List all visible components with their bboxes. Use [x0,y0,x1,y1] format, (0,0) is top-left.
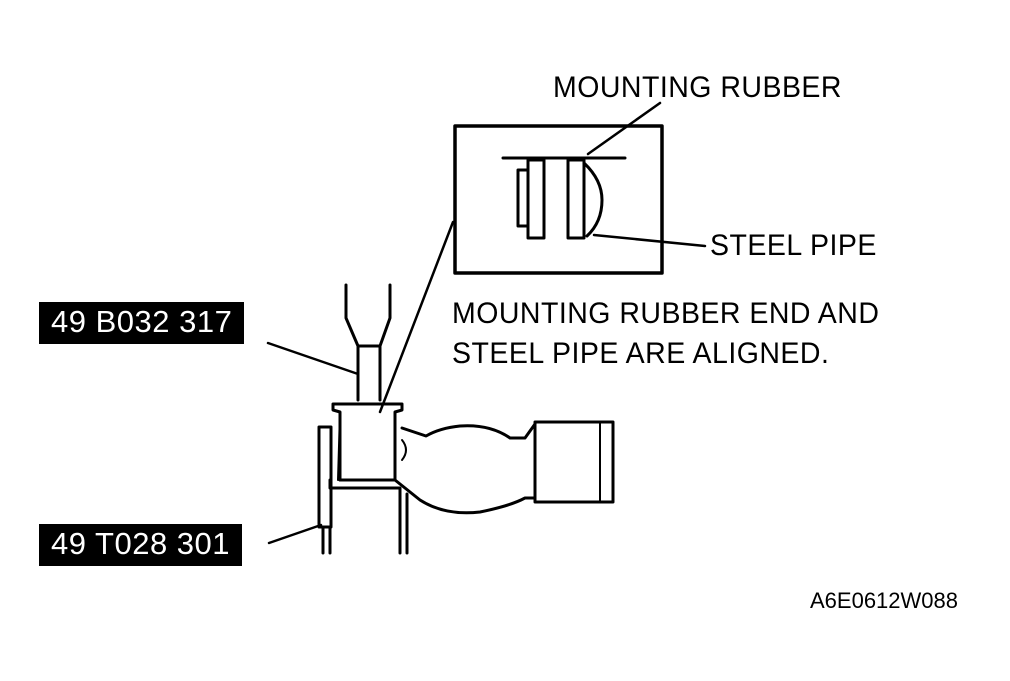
inset-right-rubber [582,161,604,238]
lower-tool-base [328,478,402,496]
leader-tool-upper [266,341,360,376]
upper-tool-body [344,283,392,402]
inset-right-pipe [566,158,586,240]
label-steel-pipe: STEEL PIPE [710,229,877,262]
detail-inset-frame [453,124,664,275]
inset-left-pipe [526,158,546,240]
leader-tool-lower [267,523,323,545]
leader-steel-pipe [592,233,707,248]
inset-left-rubber [516,168,530,228]
end-cylinder [533,420,615,504]
tool-label-lower: 49 T028 301 [39,524,243,566]
alignment-note-line2: STEEL PIPE ARE ALIGNED. [452,337,830,370]
control-arm-inner [401,439,407,461]
leader-mounting-rubber [586,101,662,156]
tool-label-upper: 49 B032 317 [39,302,245,344]
label-mounting-rubber: MOUNTING RUBBER [553,71,842,104]
control-arm-upper [400,422,537,440]
leader-inset-to-part [378,220,455,414]
lower-tool-leg-left [317,425,333,529]
housing-side-left [337,411,341,481]
control-arm-lower [393,478,537,515]
figure-code: A6E0612W088 [810,588,958,613]
housing-top-flange [331,402,404,482]
alignment-note-line1: MOUNTING RUBBER END AND [452,297,880,330]
